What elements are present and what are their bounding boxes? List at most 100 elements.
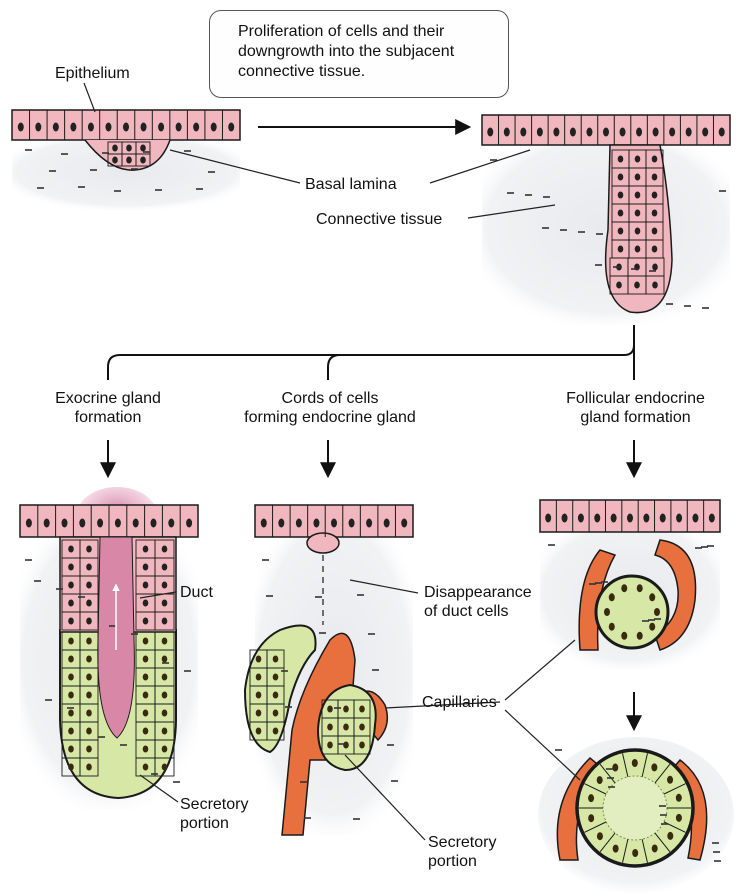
nucleus [686, 128, 692, 137]
nucleus [327, 706, 333, 713]
follicular-gland-mature [538, 737, 734, 893]
nucleus [162, 546, 168, 553]
nucleus [62, 519, 68, 528]
nucleus [141, 123, 147, 132]
nucleus [86, 638, 92, 645]
nucleus [709, 514, 715, 523]
nucleus [652, 264, 658, 271]
label-basal-lamina: Basal lamina [305, 175, 397, 194]
nucleus [586, 128, 592, 137]
nucleus [86, 546, 92, 553]
caption-text: Proliferation of cells and their downgro… [238, 22, 498, 82]
nucleus [667, 832, 673, 840]
nucleus [652, 282, 658, 289]
nucleus [256, 728, 262, 735]
nucleus [296, 519, 302, 528]
nucleus [86, 728, 92, 735]
nucleus [635, 246, 641, 253]
nucleus [632, 849, 638, 857]
nucleus [86, 674, 92, 681]
nucleus [652, 246, 658, 253]
nucleus [653, 128, 659, 137]
nucleus [162, 656, 168, 663]
nucleus [618, 192, 624, 199]
nucleus [115, 519, 121, 528]
nucleus [343, 724, 349, 731]
nucleus [112, 157, 118, 164]
nucleus [53, 123, 59, 132]
nucleus [604, 608, 610, 616]
nucleus [193, 123, 199, 132]
nucleus [366, 519, 372, 528]
nucleus [68, 582, 74, 589]
label-disappearance-duct-cells: Disappearance of duct cells [424, 583, 532, 621]
nucleus [553, 128, 559, 137]
nucleus [618, 246, 624, 253]
nucleus [68, 618, 74, 625]
nucleus [211, 123, 217, 132]
nucleus [68, 746, 74, 753]
nucleus [649, 623, 655, 631]
nucleus [68, 728, 74, 735]
nucleus [86, 582, 92, 589]
exocrine-gland [20, 487, 198, 810]
nucleus [68, 710, 74, 717]
nucleus [273, 656, 279, 663]
nucleus [636, 128, 642, 137]
nucleus [140, 157, 146, 164]
label-cords-of-cells: Cords of cells forming endocrine gland [225, 389, 435, 427]
label-exocrine-formation: Exocrine gland formation [28, 389, 188, 427]
nucleus [562, 514, 568, 523]
nucleus [68, 674, 74, 681]
nucleus [349, 519, 355, 528]
nucleus [256, 710, 262, 717]
nucleus [635, 210, 641, 217]
nucleus [676, 794, 682, 802]
nucleus [162, 764, 168, 771]
nucleus [133, 519, 139, 528]
nucleus [635, 156, 641, 163]
nucleus [588, 814, 594, 822]
nucleus [35, 123, 41, 132]
nucleus [702, 128, 708, 137]
nucleus [256, 656, 262, 663]
label-capillaries: Capillaries [422, 693, 497, 712]
nucleus [68, 600, 74, 607]
nucleus [162, 728, 168, 735]
nucleus [68, 564, 74, 571]
nucleus [401, 519, 407, 528]
nucleus [88, 123, 94, 132]
nucleus [692, 514, 698, 523]
nucleus [652, 210, 658, 217]
nucleus [256, 674, 262, 681]
nucleus [143, 582, 149, 589]
nucleus [597, 776, 603, 784]
nucleus [86, 618, 92, 625]
nucleus [68, 546, 74, 553]
nucleus [143, 618, 149, 625]
nucleus [68, 692, 74, 699]
nucleus [162, 638, 168, 645]
nucleus [621, 632, 627, 640]
nucleus [609, 593, 615, 601]
label-epithelium: Epithelium [55, 64, 130, 83]
follicular-gland-early [540, 500, 720, 670]
stage2-downgrowth [482, 115, 730, 325]
nucleus [143, 674, 149, 681]
nucleus [151, 519, 157, 528]
nucleus [652, 156, 658, 163]
nucleus [126, 145, 132, 152]
nucleus [612, 764, 618, 772]
nucleus [162, 710, 168, 717]
nucleus [18, 123, 24, 132]
nucleus [588, 794, 594, 802]
nucleus [611, 514, 617, 523]
nucleus [618, 210, 624, 217]
stage1-early-budding [12, 110, 240, 210]
nucleus [594, 514, 600, 523]
nucleus [68, 656, 74, 663]
nucleus [143, 546, 149, 553]
nucleus [537, 128, 543, 137]
nucleus [273, 674, 279, 681]
